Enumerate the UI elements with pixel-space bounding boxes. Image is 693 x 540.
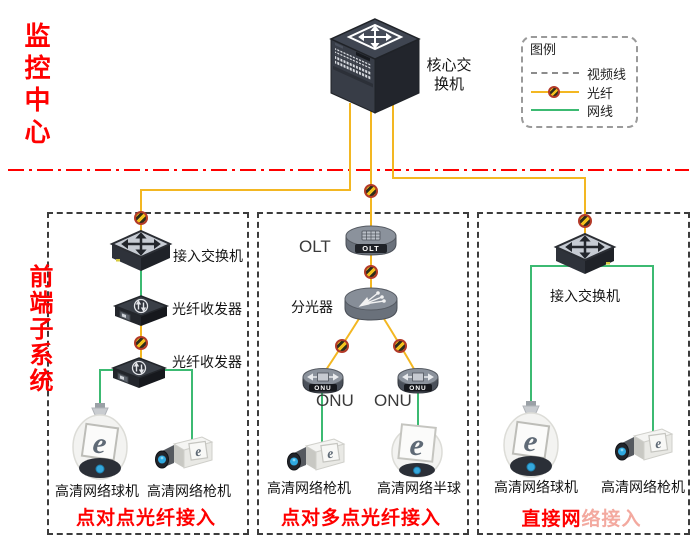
legend-title: 图例 (528, 39, 559, 58)
legend-item-network-cable: 网线 (531, 103, 614, 119)
monitoring-center-title: 监控中心 (21, 22, 51, 150)
access-switch-label: 接入交换机 (173, 248, 243, 264)
fiber-connector-icon (578, 214, 592, 228)
core-switch-port-grid (333, 42, 373, 88)
halfdome-camera-icon: e (391, 423, 443, 478)
switch-arrows-glyph (358, 25, 392, 49)
zone-caption-p2mp: 点对多点光纤接入 (280, 508, 441, 529)
legend-label-fiber: 光纤 (587, 85, 614, 101)
dome-camera-label: 高清网络球机 (55, 483, 139, 499)
fiber-transceiver-label: 光纤收发器 (172, 301, 242, 317)
splitter-label: 分光器 (291, 299, 333, 315)
bullet-camera-label: 高清网络枪机 (147, 483, 231, 499)
legend-item-video-line: 视频线 (531, 66, 627, 82)
svg-text:e: e (326, 447, 334, 463)
access-switch-icon (109, 229, 173, 271)
fiber-line-sample (531, 86, 579, 98)
legend-label-video: 视频线 (587, 66, 627, 82)
access-switch-icon (553, 232, 617, 274)
fiber-connector-icon (134, 336, 148, 350)
splitter-spray-glyph (358, 291, 386, 307)
core-switch-label: 核心交换机 (426, 57, 472, 93)
bullet-camera-label: 高清网络枪机 (267, 480, 351, 496)
onu-label: ONU (374, 391, 412, 410)
legend-item-fiber: 光纤 (531, 85, 614, 101)
svg-text:e: e (194, 445, 202, 461)
fiber-connector-icon (548, 86, 560, 98)
fiber-connector-icon (364, 265, 378, 279)
fiber-transceiver-icon (112, 295, 170, 326)
zone-caption-direct: 直接网络接入 (477, 504, 686, 531)
onu-device-icon: ONU (397, 368, 439, 394)
bullet-camera-icon: e (615, 428, 674, 461)
fiber-transceiver-label: 光纤收发器 (172, 354, 242, 370)
network-line-sample (531, 109, 579, 111)
zone-point-to-multipoint (257, 212, 469, 535)
fiber-connector-icon (335, 339, 349, 353)
optical-splitter-icon (344, 287, 398, 321)
frontend-subsystem-title: 前端子系统 (25, 264, 52, 394)
olt-device-icon: OLT (345, 225, 397, 256)
onu-badge-text: ONU (314, 385, 331, 392)
bullet-camera-label: 高清网络枪机 (601, 479, 685, 495)
fiber-connector-icon (393, 339, 407, 353)
zone-caption-direct-faded: 络接入 (581, 509, 642, 530)
dome-camera-icon: e (503, 401, 559, 478)
core-switch-icon (329, 18, 421, 114)
svg-text:e: e (654, 437, 662, 453)
svg-text:e: e (91, 426, 109, 461)
svg-text:e: e (522, 424, 540, 459)
zone-caption-direct-solid: 直接网 (521, 509, 582, 530)
onu-badge-text: ONU (409, 385, 426, 392)
zone-caption-p2p: 点对点光纤接入 (75, 508, 216, 529)
onu-device-icon: ONU (302, 368, 344, 394)
fiber-connector-icon (134, 211, 148, 225)
fiber-connector-icon (364, 184, 378, 198)
legend-label-network: 网线 (587, 103, 614, 119)
video-line-sample (531, 72, 579, 74)
fiber-transceiver-icon (110, 357, 168, 388)
dome-camera-label: 高清网络球机 (494, 479, 578, 495)
bullet-camera-icon: e (155, 436, 214, 469)
onu-label: ONU (316, 391, 354, 410)
zone-point-to-point (47, 212, 249, 535)
halfdome-camera-label: 高清网络半球 (377, 480, 461, 496)
zone-direct-network (477, 212, 690, 535)
access-switch-label: 接入交换机 (550, 288, 620, 304)
bullet-camera-icon: e (287, 438, 346, 471)
olt-label: OLT (299, 237, 331, 256)
dome-camera-icon: e (72, 403, 128, 480)
olt-badge-text: OLT (362, 244, 379, 253)
legend: 图例 视频线 光纤 网线 (521, 36, 638, 128)
svg-text:e: e (408, 426, 426, 462)
